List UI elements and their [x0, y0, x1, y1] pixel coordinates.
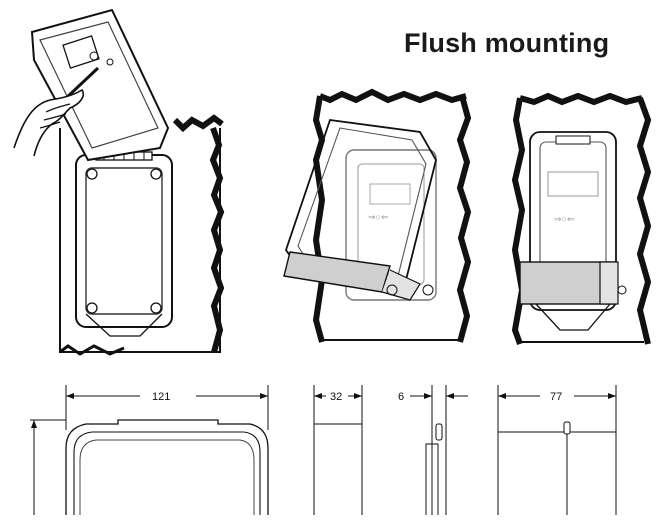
page-title: Flush mounting — [404, 28, 610, 58]
wall-section-3 — [511, 92, 652, 346]
dimension-gap-label: 6 — [398, 391, 404, 403]
dimension-depth-a-label: 32 — [330, 391, 342, 403]
figure-closed-unit: ⇒○⇐ — [511, 92, 652, 346]
figure-hinging-cover: ⇒○⇐ — [283, 88, 472, 343]
dimension-side-view-a: 32 — [313, 385, 363, 515]
hand-illustration — [13, 66, 100, 157]
dimension-side-view-b: 77 — [497, 385, 617, 515]
base-plate — [75, 151, 173, 337]
svg-text:⇒○⇐: ⇒○⇐ — [368, 212, 389, 222]
figure-opened-unit — [13, 8, 225, 356]
dimension-width-label: 121 — [152, 391, 170, 403]
svg-text:⇒○⇐: ⇒○⇐ — [554, 214, 575, 224]
dimension-depth-b-label: 77 — [550, 391, 562, 403]
wall-section-2 — [312, 88, 472, 343]
swinging-cover — [283, 119, 437, 301]
dimension-front-view: 121 — [30, 385, 269, 515]
tilted-cover — [30, 8, 170, 162]
dimension-gap-view: 6 — [398, 385, 468, 515]
